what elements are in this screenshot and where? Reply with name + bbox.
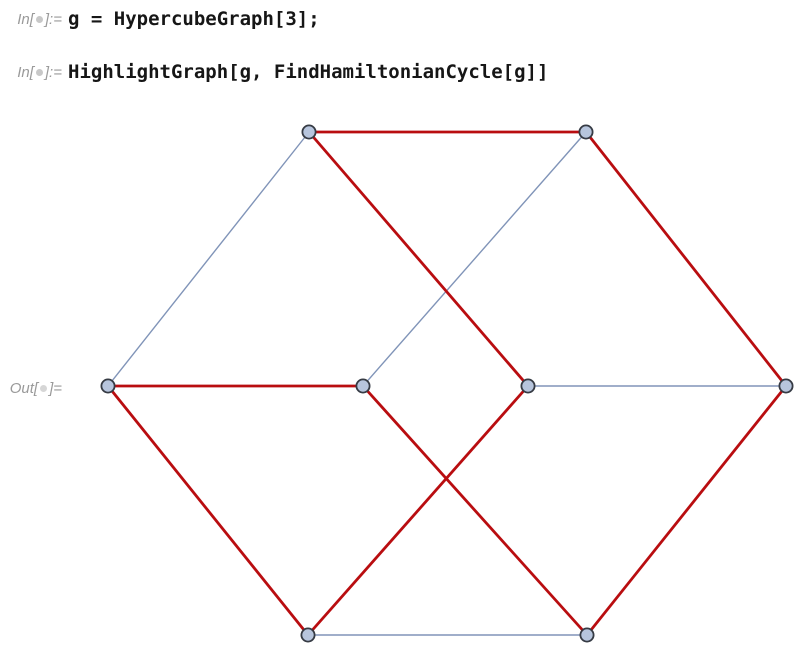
evaluation-placeholder-bullet xyxy=(40,385,48,392)
cell-label-suffix: ]:= xyxy=(44,11,62,28)
cell-label-suffix: ]= xyxy=(49,380,62,397)
graph-edge-highlighted xyxy=(306,385,530,636)
graph-vertex xyxy=(301,124,317,140)
evaluation-placeholder-bullet xyxy=(35,16,43,23)
cell-label-in-1: In[ ]:= xyxy=(0,11,62,28)
graph-vertex xyxy=(100,378,116,394)
graph-edge-highlighted xyxy=(585,385,788,636)
evaluation-placeholder-bullet xyxy=(35,69,43,76)
graph-edge xyxy=(362,131,587,387)
cell-label-in-2: In[ ]:= xyxy=(0,64,62,81)
cell-label-suffix: ]:= xyxy=(44,64,62,81)
cell-label-prefix: Out[ xyxy=(9,380,39,397)
code-input-1[interactable]: g = HypercubeGraph[3]; xyxy=(68,8,320,30)
graph-vertex xyxy=(579,627,595,643)
graph-vertex xyxy=(578,124,594,140)
graph-vertex xyxy=(300,627,316,643)
graph-edge-highlighted xyxy=(361,385,589,636)
graph-vertex xyxy=(355,378,371,394)
graph-edge-highlighted xyxy=(106,385,310,636)
code-input-2[interactable]: HighlightGraph[g, FindHamiltonianCycle[g… xyxy=(68,61,549,83)
graph-edge-highlighted xyxy=(584,131,788,387)
graph-vertex xyxy=(778,378,794,394)
cell-label-prefix: In[ xyxy=(17,11,34,28)
cell-label-out: Out[ ]= xyxy=(0,380,62,397)
graph-edge-highlighted xyxy=(307,131,530,387)
cell-label-prefix: In[ xyxy=(17,64,34,81)
graph-vertex xyxy=(520,378,536,394)
graph-edge xyxy=(107,131,310,387)
